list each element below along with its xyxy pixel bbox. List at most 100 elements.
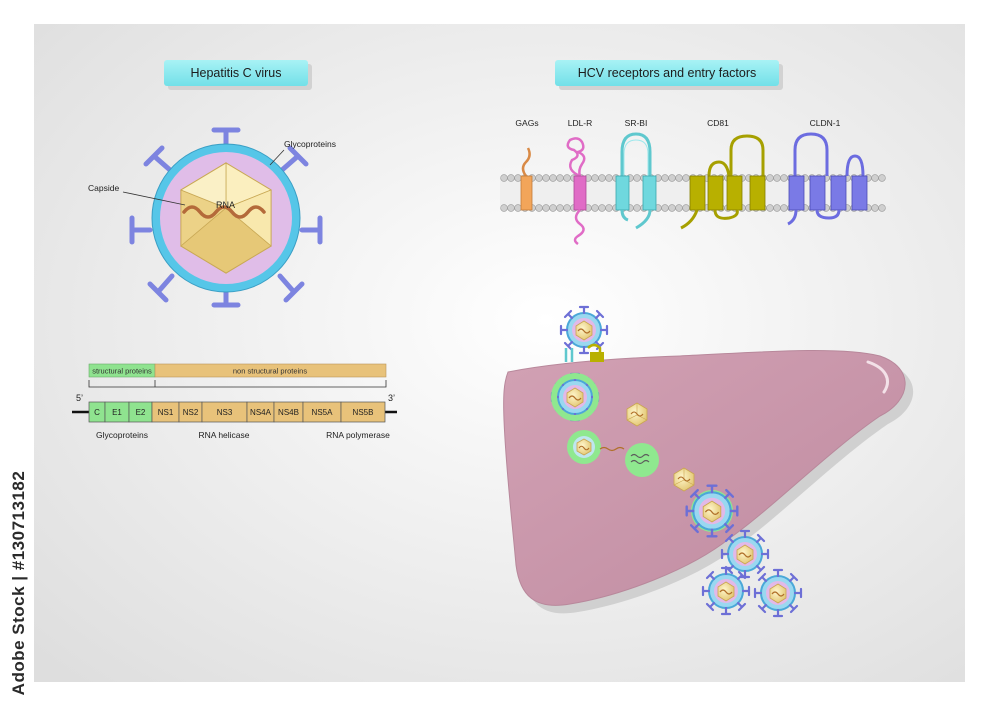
nonstructural-proteins-label: non structural proteins	[233, 367, 307, 376]
receptor-label-ldlr: LDL-R	[568, 118, 593, 128]
lipid-head	[591, 204, 599, 212]
genome-segment-label: NS4B	[278, 408, 299, 417]
binding-receptors	[564, 343, 604, 362]
genome-segment-label: NS3	[217, 408, 233, 417]
genome-segment-label: NS1	[158, 408, 174, 417]
genome-segments: C E1 E2 NS1 NS2 NS3 NS4A NS4B NS5A NS5B	[88, 401, 386, 423]
lipid-head	[535, 204, 543, 212]
glycoproteins-pointer	[269, 149, 285, 166]
stock-id-watermark: Adobe Stock | #130713182	[4, 471, 34, 696]
virion-rna-strand	[182, 205, 266, 219]
receptor-cldn1	[787, 132, 868, 226]
rna-polymerase-annotation: RNA polymerase	[326, 430, 390, 440]
lipid-head	[507, 204, 515, 212]
lipid-head	[563, 174, 571, 182]
lipid-head	[773, 204, 781, 212]
rna-helicase-annotation: RNA helicase	[198, 430, 249, 440]
three-prime-label: 3’	[388, 393, 395, 403]
exiting-virion-2	[701, 566, 751, 616]
capside-label: Capside	[88, 183, 119, 193]
lipid-head	[514, 174, 522, 182]
genome-segment-label: NS4A	[250, 408, 272, 417]
receptors-title: HCV receptors and entry factors	[577, 66, 757, 80]
lipid-head	[661, 174, 669, 182]
genome-map: structural proteins non structural prote…	[72, 363, 397, 440]
liver-illustration	[503, 305, 914, 618]
receptor-label-srbi: SR-BI	[625, 118, 648, 128]
lipid-head	[766, 174, 774, 182]
lipid-head	[780, 174, 788, 182]
genome-segment-label: NS5A	[312, 408, 334, 417]
receptor-panel: GAGs LDL-R SR-BI CD81 CLDN-1	[500, 118, 890, 246]
lipid-head	[549, 204, 557, 212]
receptor-gags	[520, 147, 533, 211]
lipid-head	[675, 174, 683, 182]
lipid-head	[556, 204, 564, 212]
virion-capsid	[180, 162, 272, 274]
lipid-head	[542, 174, 550, 182]
lipid-head	[633, 174, 641, 182]
binding-virion	[559, 305, 609, 355]
genome-segment-label: C	[94, 408, 100, 417]
stock-id-text: Adobe Stock | #130713182	[9, 470, 28, 696]
lipid-head	[675, 204, 683, 212]
lipid-head	[766, 204, 774, 212]
released-rna-trail	[599, 446, 625, 452]
lipid-head	[605, 174, 613, 182]
lipid-head	[668, 204, 676, 212]
lipid-head	[878, 204, 886, 212]
rna-label: RNA	[216, 200, 235, 210]
receptor-ldlr	[566, 137, 587, 246]
genome-segment-label: NS2	[183, 408, 199, 417]
lipid-head	[605, 204, 613, 212]
exiting-virion-1	[720, 529, 770, 579]
assembly-vesicle	[685, 484, 739, 538]
receptor-label-gags: GAGs	[515, 118, 538, 128]
liver-lobe	[503, 350, 906, 606]
lipid-head	[871, 204, 879, 212]
lipid-head	[507, 174, 515, 182]
lipid-head	[871, 174, 879, 182]
lipid-head	[878, 174, 886, 182]
genome-segment-box	[340, 401, 386, 423]
capside-pointer	[122, 191, 186, 206]
lipid-head	[542, 204, 550, 212]
lipid-head	[500, 204, 508, 212]
hcv-title: Hepatitis C virus	[190, 66, 282, 80]
lipid-head	[563, 204, 571, 212]
genome-segment-label: E1	[112, 408, 122, 417]
five-prime-label: 5’	[76, 393, 83, 403]
lipid-head	[668, 174, 676, 182]
endosome-1	[551, 373, 599, 421]
lipid-head	[633, 204, 641, 212]
lipid-head	[682, 174, 690, 182]
lipid-head	[661, 204, 669, 212]
receptor-label-cd81: CD81	[707, 118, 729, 128]
lipid-head	[682, 204, 690, 212]
structural-proteins-label: structural proteins	[92, 367, 152, 376]
glycoproteins-annotation: Glycoproteins	[96, 430, 148, 440]
lipid-head	[780, 204, 788, 212]
lipid-head	[535, 174, 543, 182]
receptor-srbi	[615, 132, 657, 230]
lipid-head	[556, 174, 564, 182]
hcv-title-box: Hepatitis C virus	[164, 60, 308, 86]
lipid-head	[500, 174, 508, 182]
nonstructural-proteins-bar	[154, 363, 387, 378]
genome-segment-label: NS5B	[353, 408, 374, 417]
hcv-virion: RNA Glycoproteins Capside	[88, 127, 336, 308]
replication-vesicle	[625, 443, 659, 477]
lipid-head	[773, 174, 781, 182]
virion-glycoproteins-label: Glycoproteins	[284, 139, 336, 149]
lipid-head	[598, 204, 606, 212]
endosome-2	[566, 429, 602, 465]
liver-highlight	[866, 360, 889, 394]
receptor-cd81	[680, 134, 766, 230]
exiting-virion-3	[753, 568, 803, 618]
lipid-head	[549, 174, 557, 182]
lipid-head	[514, 204, 522, 212]
lipid-head	[591, 174, 599, 182]
receptor-label-cldn1: CLDN-1	[810, 118, 841, 128]
genome-segment-label: E2	[136, 408, 146, 417]
